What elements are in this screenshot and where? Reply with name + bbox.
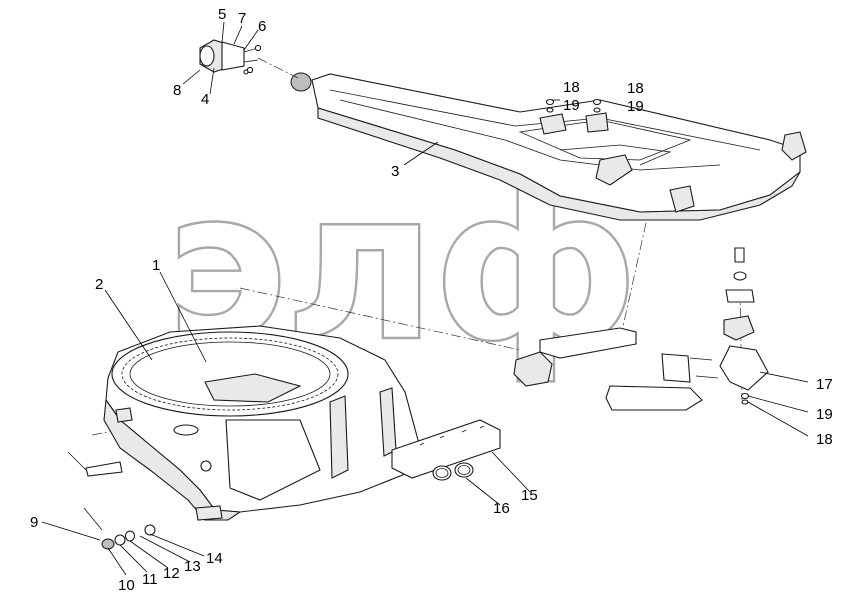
hitch-coupling [199, 39, 299, 79]
callout-1: 1 [152, 257, 160, 274]
callout-14: 14 [206, 550, 223, 567]
callout-19-right: 19 [816, 406, 833, 423]
callout-5: 5 [218, 6, 226, 23]
callout-19-top-right: 19 [627, 98, 644, 115]
support-bracket [513, 327, 719, 411]
leader-lines [41, 21, 809, 576]
callout-15: 15 [521, 487, 538, 504]
fasteners-18-19 [545, 98, 602, 113]
callout-16: 16 [493, 500, 510, 517]
callout-8: 8 [173, 82, 181, 99]
clamps [432, 462, 474, 481]
callout-2: 2 [95, 276, 103, 293]
callout-10: 10 [118, 577, 135, 594]
turntable-housing [103, 325, 419, 521]
callout-12: 12 [163, 565, 180, 582]
callouts: 1 2 3 4 5 6 7 8 9 10 11 12 13 14 15 16 1… [30, 6, 833, 594]
drawbar-frame [290, 72, 807, 221]
callout-9: 9 [30, 514, 38, 531]
hook-latch [719, 247, 769, 405]
callout-6: 6 [258, 18, 266, 35]
callout-4: 4 [201, 91, 209, 108]
callout-18-top-right: 18 [627, 80, 644, 97]
callout-3: 3 [391, 163, 399, 180]
callout-17: 17 [816, 376, 833, 393]
callout-18-right: 18 [816, 431, 833, 448]
callout-19-top-left: 19 [563, 97, 580, 114]
callout-11: 11 [142, 571, 158, 588]
callout-7: 7 [238, 10, 246, 27]
callout-18-top-left: 18 [563, 79, 580, 96]
guard-plate [391, 419, 501, 479]
callout-13: 13 [184, 558, 201, 575]
